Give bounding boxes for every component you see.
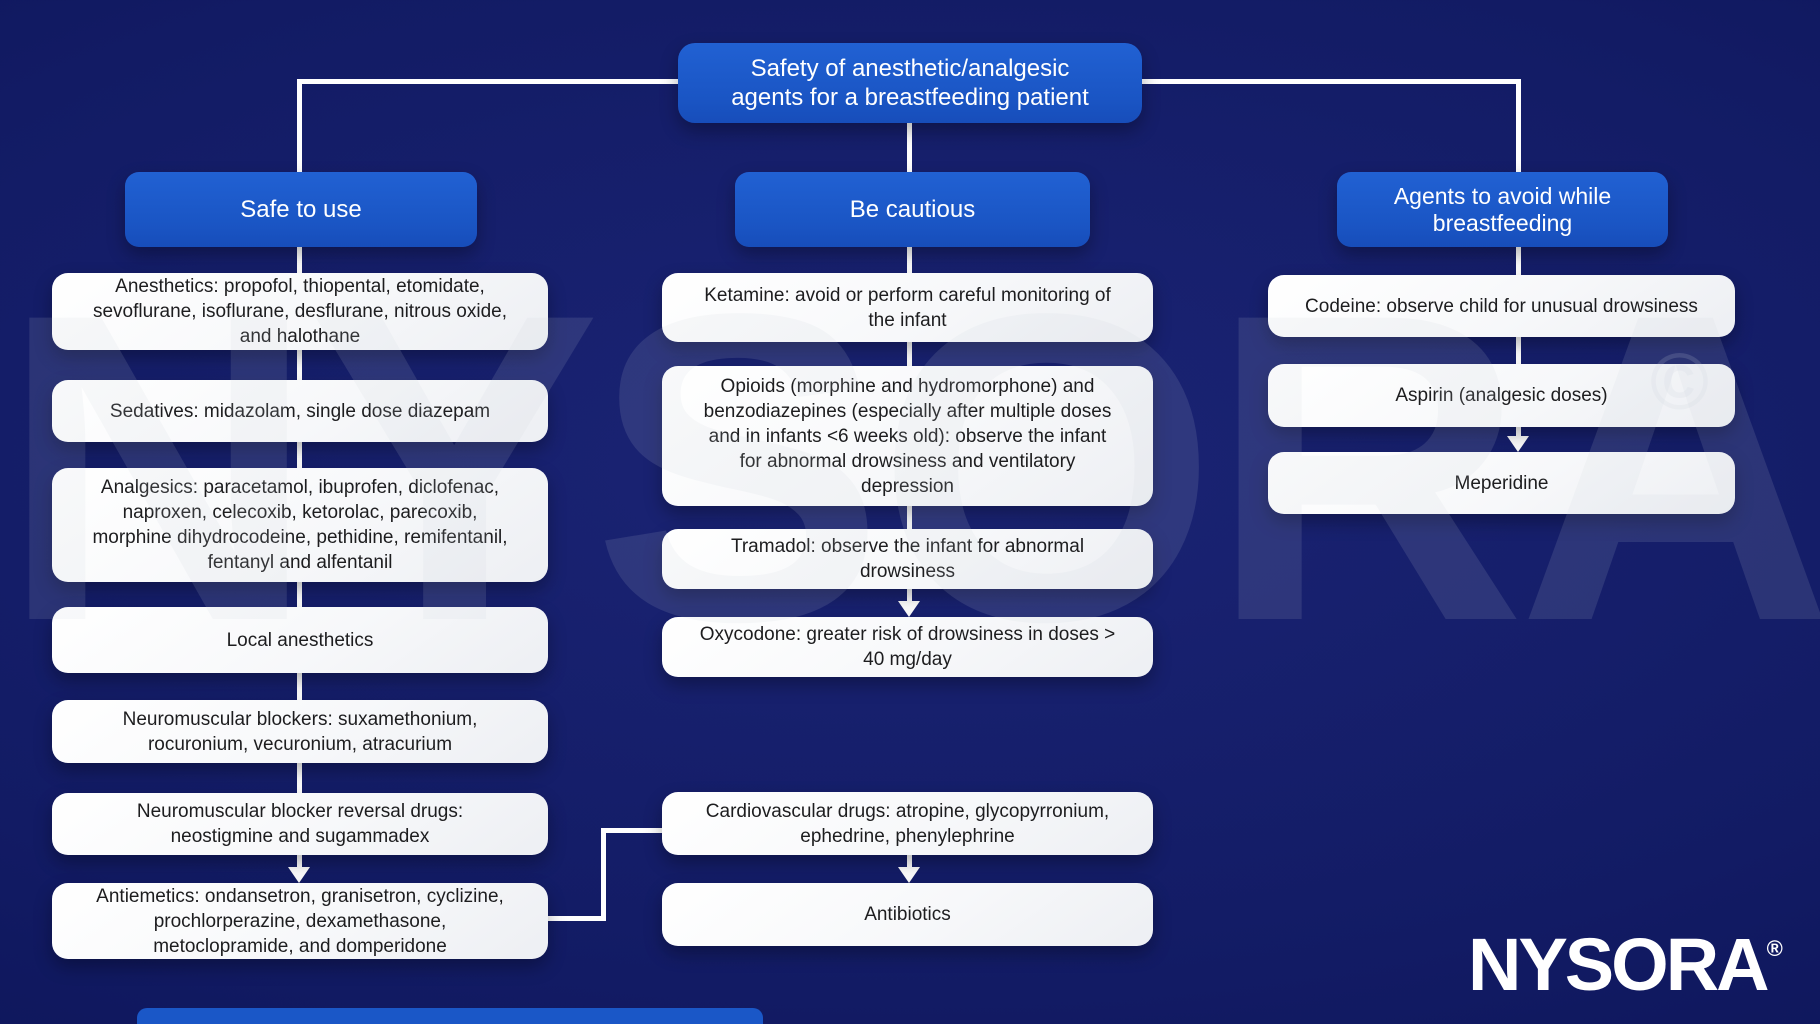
flow-box-anesthetics: Anesthetics: propofol, thiopental, etomi…: [52, 273, 548, 350]
column-header-be-cautious: Be cautious: [735, 172, 1090, 247]
arrow-down-icon: [898, 867, 920, 883]
connector-elbow-vertical: [601, 828, 606, 921]
connector-top-right-vertical: [1516, 79, 1521, 172]
flow-box-tramadol: Tramadol: observe the infant for abnorma…: [662, 529, 1153, 589]
connector-elbow-horizontal-lower: [548, 916, 606, 921]
flow-box-aspirin: Aspirin (analgesic doses): [1268, 364, 1735, 427]
connector-avoid-3-line: [1516, 427, 1521, 437]
cropped-bottom-box: [137, 1008, 763, 1024]
flow-box-codeine: Codeine: observe child for unusual drows…: [1268, 275, 1735, 337]
connector-cautious-1: [907, 247, 912, 273]
connector-safe-4: [297, 582, 302, 607]
connector-safe-5: [297, 673, 302, 700]
connector-safe-3: [297, 442, 302, 468]
nysora-logo: NYSORA®: [1468, 928, 1783, 1002]
connector-top-right-horizontal: [1142, 79, 1521, 84]
nysora-logo-text: NYSORA: [1468, 923, 1770, 1006]
connector-elbow-horizontal-upper: [601, 828, 663, 833]
flow-box-ketamine: Ketamine: avoid or perform careful monit…: [662, 273, 1153, 342]
connector-safe-6: [297, 763, 302, 793]
flow-box-antiemetics: Antiemetics: ondansetron, granisetron, c…: [52, 883, 548, 959]
flow-box-analgesics: Analgesics: paracetamol, ibuprofen, dicl…: [52, 468, 548, 582]
flow-box-antibiotics: Antibiotics: [662, 883, 1153, 946]
flow-box-meperidine: Meperidine: [1268, 452, 1735, 514]
connector-title-to-middle: [907, 123, 912, 172]
connector-cautious-3: [907, 506, 912, 529]
connector-safe-7-line: [297, 855, 302, 869]
flow-box-opioids-benzodiazepines: Opioids (morphine and hydromorphone) and…: [662, 366, 1153, 506]
column-header-safe-to-use: Safe to use: [125, 172, 477, 247]
arrow-down-icon: [288, 867, 310, 883]
connector-top-left-horizontal: [298, 79, 678, 84]
flow-box-reversal-drugs: Neuromuscular blocker reversal drugs: ne…: [52, 793, 548, 855]
column-header-agents-to-avoid: Agents to avoid while breastfeeding: [1337, 172, 1668, 247]
connector-cautious-4-line: [907, 589, 912, 602]
flow-box-sedatives: Sedatives: midazolam, single dose diazep…: [52, 380, 548, 442]
connector-safe-2: [297, 350, 302, 380]
arrow-down-icon: [1507, 436, 1529, 452]
connector-top-left-vertical: [297, 79, 302, 172]
connector-cautious-2: [907, 342, 912, 366]
flow-box-local-anesthetics: Local anesthetics: [52, 607, 548, 673]
registered-trademark-icon: ®: [1766, 936, 1783, 961]
connector-avoid-1: [1516, 247, 1521, 275]
flow-box-cardiovascular-drugs: Cardiovascular drugs: atropine, glycopyr…: [662, 792, 1153, 855]
connector-avoid-2: [1516, 337, 1521, 364]
flow-box-oxycodone: Oxycodone: greater risk of drowsiness in…: [662, 617, 1153, 677]
connector-safe-1: [297, 247, 302, 273]
connector-cardio-antibiotics-line: [907, 855, 912, 868]
flow-box-neuromuscular-blockers: Neuromuscular blockers: suxamethonium, r…: [52, 700, 548, 763]
chart-title: Safety of anesthetic/analgesic agents fo…: [678, 43, 1142, 123]
arrow-down-icon: [898, 601, 920, 617]
